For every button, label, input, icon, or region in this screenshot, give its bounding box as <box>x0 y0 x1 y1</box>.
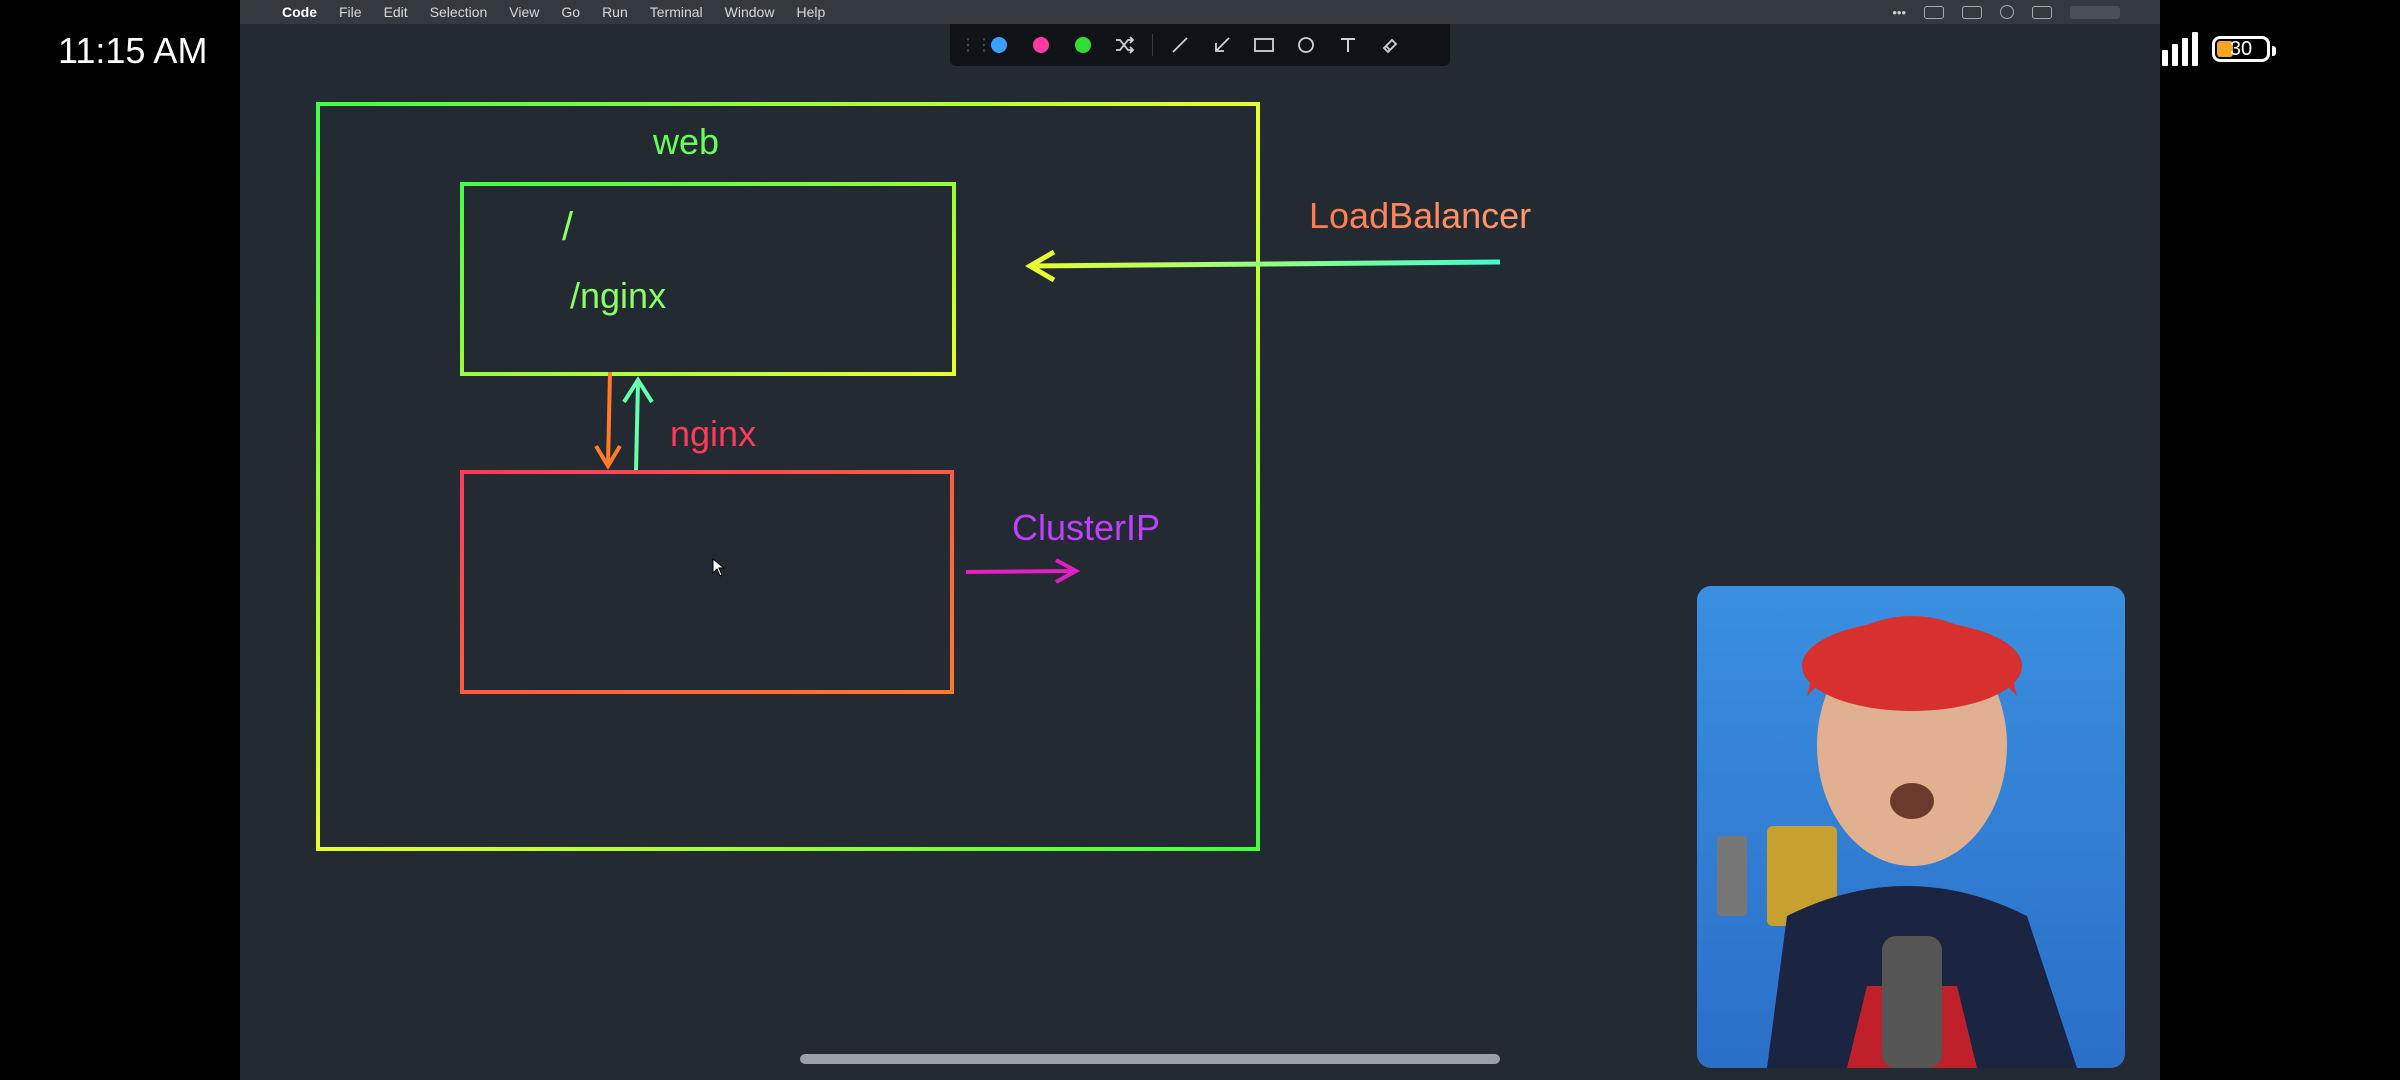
color-swatch <box>991 37 1007 53</box>
arrow-icon[interactable] <box>1201 24 1243 66</box>
more-icon[interactable]: ••• <box>1892 4 1906 20</box>
menu-view[interactable]: View <box>509 4 540 20</box>
arrow-down-to-service <box>594 371 622 470</box>
screen-recording: Code File Edit Selection View Go Run Ter… <box>240 0 2160 1080</box>
annotation-toolbar: ⋮⋮ <box>950 24 1450 66</box>
color-swatch <box>1033 37 1049 53</box>
phone-clock: 11:15 AM <box>58 30 208 71</box>
menu-help[interactable]: Help <box>796 4 826 20</box>
color-green-button[interactable] <box>1062 24 1104 66</box>
menu-run[interactable]: Run <box>602 4 628 20</box>
menu-terminal[interactable]: Terminal <box>649 4 703 20</box>
control-center-icon[interactable] <box>2032 5 2052 19</box>
menu-selection[interactable]: Selection <box>429 4 488 20</box>
webcam-overlay <box>1697 586 2125 1068</box>
arrow-up-to-ingress <box>622 376 654 471</box>
menu-code[interactable]: Code <box>282 4 317 20</box>
horizontal-scrollbar[interactable] <box>800 1054 1500 1064</box>
color-swatch <box>1075 37 1091 53</box>
toolbar-separator <box>1152 34 1153 56</box>
clock-icon <box>2070 5 2120 19</box>
diagram-canvas: web / /nginx nginx LoadBalancer ClusterI… <box>316 102 1531 851</box>
battery-icon: 30 <box>2212 36 2276 62</box>
menu-edit[interactable]: Edit <box>383 4 408 20</box>
keyboard-icon[interactable] <box>1962 5 1982 19</box>
battery-level: 30 <box>2229 37 2253 60</box>
ingress-path-root: / <box>562 205 574 249</box>
menu-window[interactable]: Window <box>724 4 775 20</box>
clusterip-label: ClusterIP <box>1012 507 1160 548</box>
menu-file[interactable]: File <box>339 4 362 20</box>
service-box <box>460 470 954 694</box>
color-pink-button[interactable] <box>1020 24 1062 66</box>
menubar-status-area: ••• <box>1892 0 2120 24</box>
eraser-icon[interactable] <box>1369 24 1411 66</box>
mouse-cursor-icon <box>712 557 726 583</box>
service-label: nginx <box>670 413 756 454</box>
circle-icon[interactable] <box>1285 24 1327 66</box>
web-outer-box <box>316 102 1260 851</box>
ingress-box <box>460 182 956 376</box>
input-source-icon[interactable] <box>1924 5 1944 19</box>
shuffle-icon[interactable] <box>1104 24 1146 66</box>
text-icon[interactable] <box>1327 24 1369 66</box>
menu-go[interactable]: Go <box>561 4 581 20</box>
loadbalancer-label: LoadBalancer <box>1309 195 1531 236</box>
battery-fill <box>2217 41 2233 57</box>
ingress-path-nginx: /nginx <box>570 275 666 316</box>
rectangle-icon[interactable] <box>1243 24 1285 66</box>
presenter-video <box>1697 586 2125 1068</box>
clusterip-arrow <box>965 558 1081 584</box>
mac-menubar: Code File Edit Selection View Go Run Ter… <box>240 0 2160 24</box>
web-label: web <box>652 121 719 162</box>
color-blue-button[interactable] <box>978 24 1020 66</box>
loadbalancer-arrow <box>1025 249 1501 283</box>
user-icon[interactable] <box>2000 5 2014 19</box>
line-icon[interactable] <box>1159 24 1201 66</box>
